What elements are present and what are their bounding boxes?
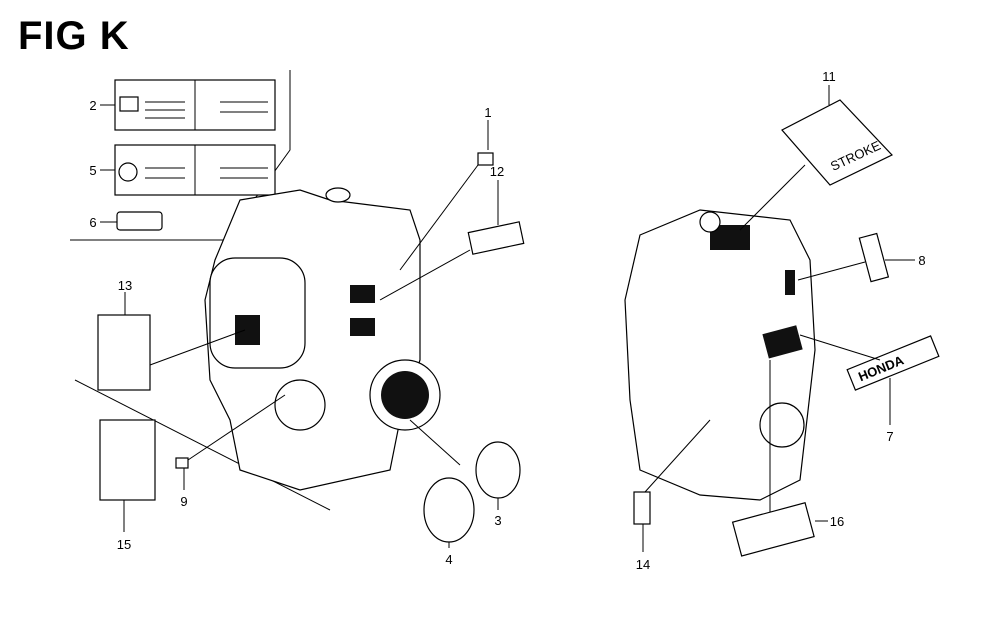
callout-15: 15 — [117, 537, 131, 552]
decal-8 — [858, 232, 890, 283]
leader-lines — [100, 85, 915, 552]
decal-2 — [114, 79, 276, 131]
callout-4: 4 — [445, 552, 452, 567]
callout-11: 11 — [822, 69, 836, 84]
callout-1: 1 — [484, 105, 491, 120]
decal-16 — [731, 502, 815, 557]
decal-5 — [114, 144, 276, 196]
callout-12: 12 — [490, 164, 504, 179]
group-divider — [74, 379, 331, 511]
decal-7 — [846, 335, 940, 391]
callout-3: 3 — [494, 513, 501, 528]
decal-1 — [477, 152, 494, 166]
decal-15 — [99, 419, 156, 501]
callout-8: 8 — [918, 253, 925, 268]
callout-13: 13 — [118, 278, 132, 293]
decal-12 — [467, 221, 525, 255]
callout-6: 6 — [89, 215, 96, 230]
callout-14: 14 — [636, 557, 650, 572]
decal-14 — [633, 491, 651, 525]
callout-16: 16 — [830, 514, 844, 529]
decal-9 — [175, 457, 189, 469]
engine-right-view — [624, 209, 816, 501]
decal-13 — [97, 314, 151, 391]
callout-9: 9 — [180, 494, 187, 509]
callout-2: 2 — [89, 98, 96, 113]
callout-7: 7 — [886, 429, 893, 444]
figure-title: FIG K — [18, 14, 130, 58]
decal-11 — [781, 99, 893, 186]
decal-3 — [475, 441, 521, 499]
engine-left-view — [204, 187, 441, 491]
decal-6 — [116, 211, 163, 231]
callout-5: 5 — [89, 163, 96, 178]
decal-4 — [423, 477, 475, 543]
